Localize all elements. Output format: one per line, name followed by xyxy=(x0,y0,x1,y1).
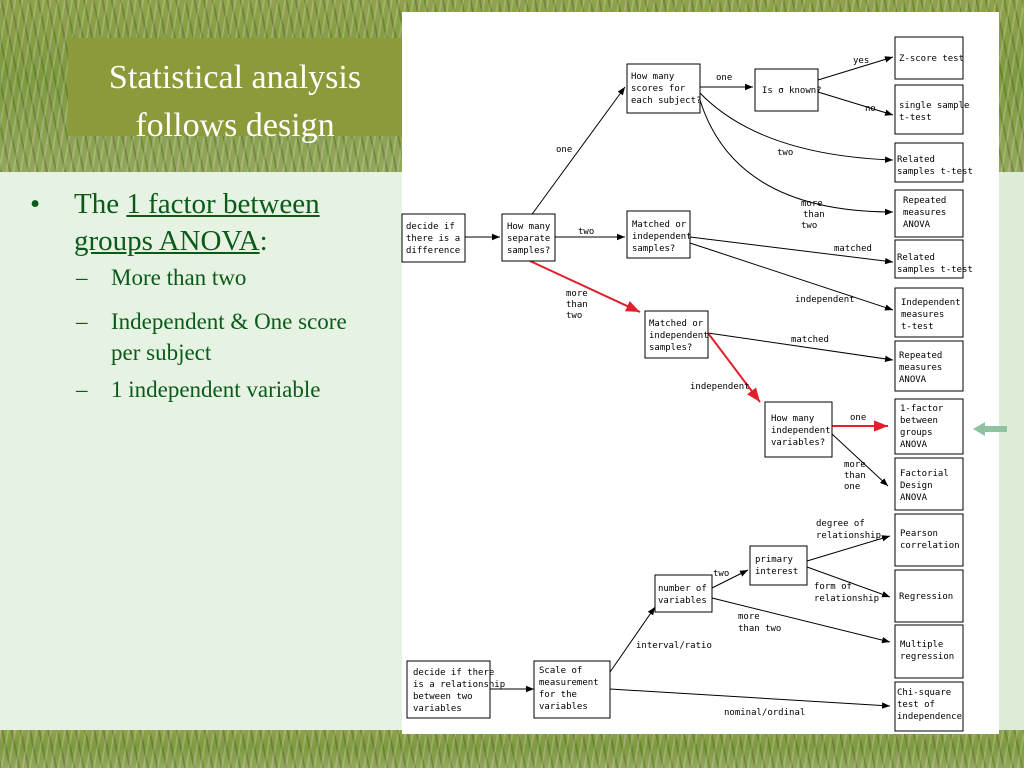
bullet-suffix: : xyxy=(259,225,268,257)
svg-text:two: two xyxy=(713,569,729,579)
svg-text:interval/ratio: interval/ratio xyxy=(636,641,712,651)
title-line-2: follows design xyxy=(135,107,335,144)
sub-bullet-text: Independent & One score per subject xyxy=(111,309,347,365)
svg-text:independent: independent xyxy=(690,382,750,392)
svg-text:yes: yes xyxy=(853,56,869,66)
svg-text:one: one xyxy=(716,73,732,83)
svg-text:nominal/ordinal: nominal/ordinal xyxy=(724,708,805,718)
sub-bullet-text: More than two xyxy=(111,265,247,290)
title-line-1: Statistical analysis xyxy=(108,59,362,96)
svg-text:one: one xyxy=(850,413,866,423)
svg-text:Regression: Regression xyxy=(899,592,953,602)
svg-text:Z-score test: Z-score test xyxy=(899,54,964,64)
left-arrow-icon xyxy=(973,422,1007,436)
connectors xyxy=(465,56,894,709)
sub-bullet-text: 1 independent variable xyxy=(111,377,321,402)
svg-text:matched: matched xyxy=(834,244,872,254)
svg-text:independent: independent xyxy=(795,295,855,305)
svg-text:two: two xyxy=(777,148,793,158)
boxes xyxy=(401,36,964,732)
highlight-path xyxy=(529,260,888,432)
svg-text:no: no xyxy=(865,104,876,114)
svg-text:two: two xyxy=(578,227,594,237)
svg-text:one: one xyxy=(556,145,572,155)
slide-title: Statistical analysis follows design xyxy=(68,54,402,150)
bullet-dot: • xyxy=(30,188,41,220)
svg-text:matched: matched xyxy=(791,335,829,345)
content-area xyxy=(0,172,402,730)
bullet-text: The 1 factor between groups ANOVA: xyxy=(74,186,404,260)
svg-text:Is σ known?: Is σ known? xyxy=(762,86,822,96)
grass-background-bottom xyxy=(0,730,1024,768)
title-band xyxy=(68,38,402,136)
anova-link[interactable]: 1 factor between groups ANOVA xyxy=(74,188,320,257)
bullet-prefix: The xyxy=(74,188,127,220)
